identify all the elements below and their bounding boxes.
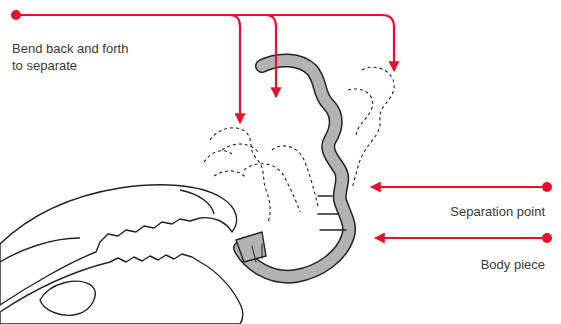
pliers: [0, 185, 243, 324]
callout-dots: [11, 10, 552, 243]
bend-positions: [204, 67, 394, 222]
callout-label: Body piece: [481, 256, 545, 273]
callout-label: Separation point: [450, 203, 545, 220]
instruction-label: Bend back and forth to separate: [12, 40, 137, 74]
body-piece-figure: [236, 60, 349, 276]
